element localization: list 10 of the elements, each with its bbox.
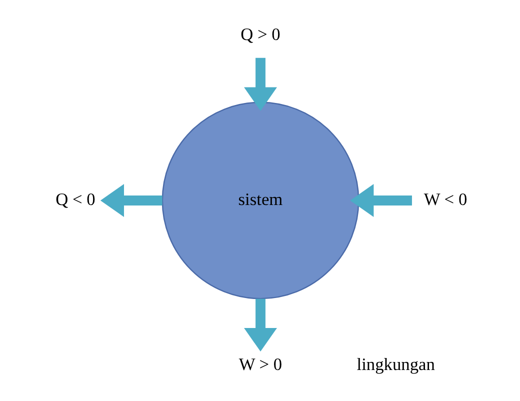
arrow <box>100 184 162 217</box>
node-text: Q < 0 <box>55 190 95 210</box>
node-text: Q > 0 <box>240 24 280 44</box>
arrow <box>244 58 276 111</box>
node-text: W < 0 <box>423 190 467 210</box>
node-text: W > 0 <box>238 355 282 374</box>
arrow <box>350 184 412 217</box>
arrow <box>244 298 276 352</box>
node-circle: sistem <box>161 102 359 300</box>
label: lingkungan <box>356 355 434 374</box>
